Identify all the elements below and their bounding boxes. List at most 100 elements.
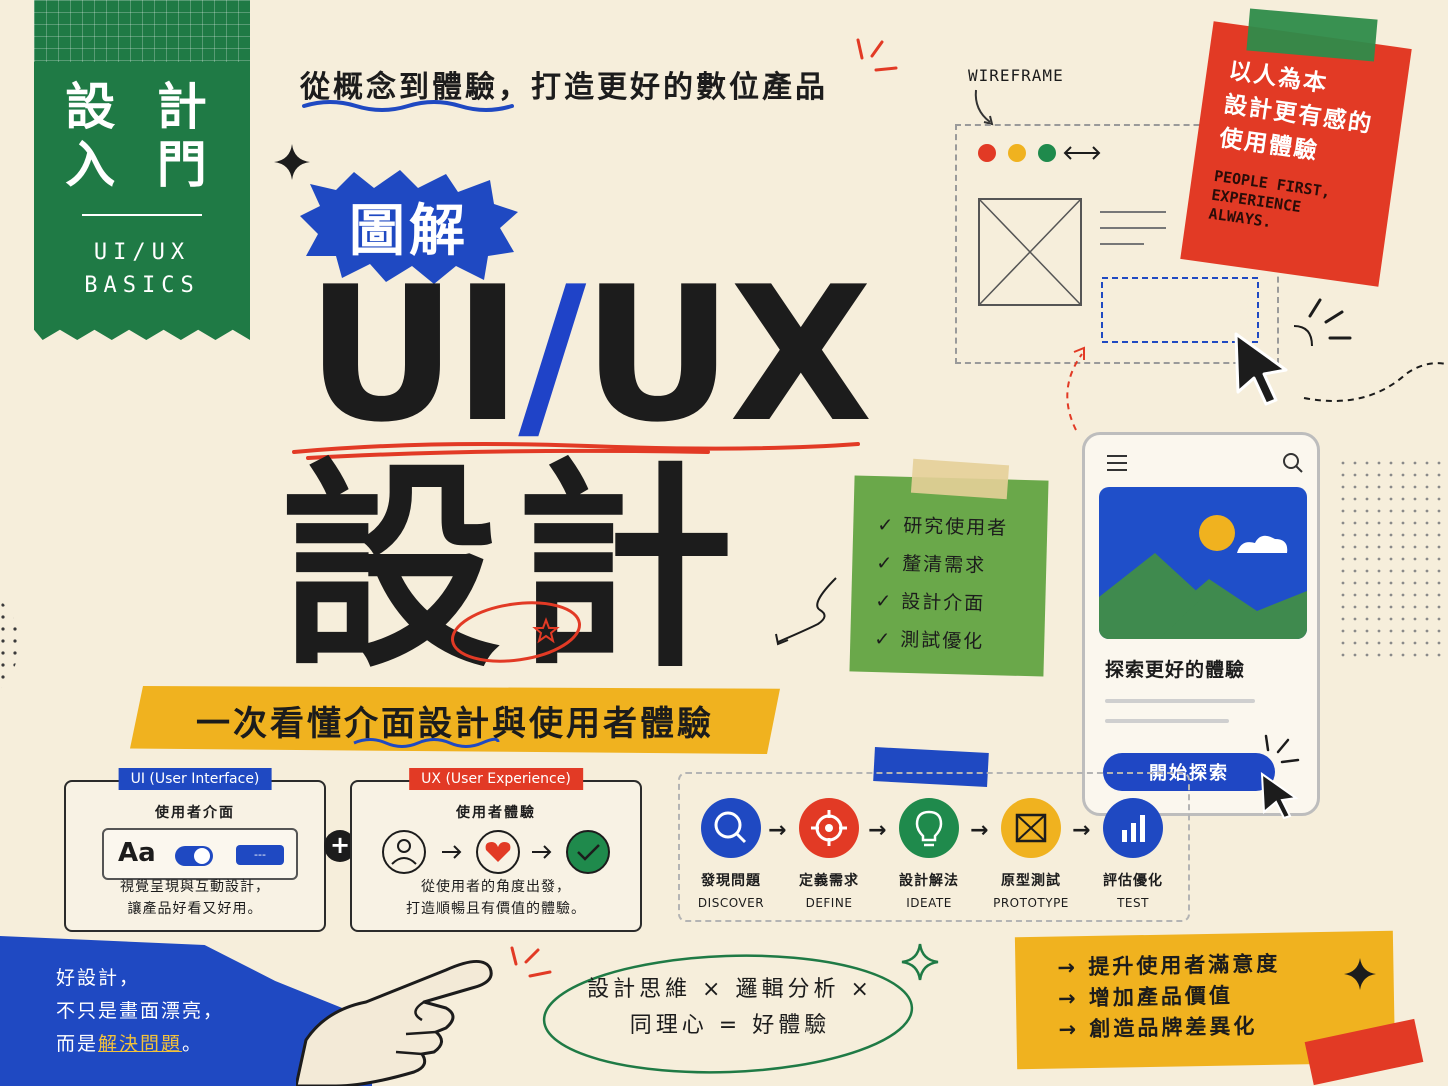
check-icon: ✓ [876,552,895,575]
quote-line: 而是解決問題。 [56,1028,224,1061]
process-step-ideate: 設計解法 IDEATE [884,798,974,910]
quote-prefix: 而是 [56,1033,99,1055]
tagline: 從概念到體驗，打造更好的數位產品 [300,70,828,105]
wireframe-text-lines [1100,211,1166,245]
sparkle-outline-icon [901,943,939,981]
design-quote: 好設計， 不只是畫面漂亮， 而是解決問題。 [56,962,224,1061]
checklist-sticky-note: ✓研究使用者 ✓釐清需求 ✓設計介面 ✓測試優化 [849,475,1049,677]
ux-panel-description: 從使用者的角度出發， 打造順暢且有價值的體驗。 [352,876,640,920]
step-subtitle: PROTOTYPE [993,896,1069,910]
benefit-label: 提升使用者滿意度 [1088,951,1281,980]
ux-panel-tag: UX (User Experience) [409,768,583,790]
red-circle-doodle [451,601,581,663]
badge-label: 圖解 [349,198,469,264]
ribbon-subtitle-line1: UI/UX [93,240,191,265]
wireframe-window-dots [978,144,1101,162]
benefit-label: 增加產品價值 [1088,983,1234,1011]
ui-panel-subtitle: 使用者介面 [155,805,235,821]
cursor-arrow-icon [1234,332,1288,406]
ribbon-divider [82,214,202,216]
quote-suffix: 。 [182,1033,204,1055]
dashed-flow-line [1066,346,1447,431]
spark-lines-icon [856,38,898,72]
ui-desc-line: 讓產品好看又好用。 [127,901,263,917]
tagline-underline [302,100,514,112]
step-title: 原型測試 [1001,873,1061,889]
ribbon-subtitle-line2: BASICS [84,273,200,298]
step-title: 定義需求 [799,873,859,889]
plus-icon: + [324,830,356,862]
checklist-item: ✓測試優化 [874,620,1045,662]
step-subtitle: IDEATE [906,896,952,910]
process-step-define: 定義需求 DEFINE [784,798,874,910]
hero-title-en: UI/UX [306,262,873,448]
check-icon: ✓ [875,590,894,613]
badge-starburst [300,170,518,284]
process-step-prototype: 原型測試 PROTOTYPE [986,798,1076,910]
check-icon: ✓ [877,514,896,537]
phone-caption: 探索更好的體驗 [1105,659,1246,681]
ribbon-title-line1: 設 計 [65,78,219,136]
process-step-test: 評估優化 TEST [1088,798,1178,910]
ui-sample-box: Aa --- [102,828,298,880]
hero-title-slash: / [518,246,586,463]
bar-chart-icon [1103,798,1163,858]
phone-text-line [1105,699,1255,703]
search-icon[interactable] [1281,451,1305,475]
arrow-right-icon: → [1058,1017,1080,1042]
sparkle-icon [274,144,310,180]
hero-title-ui: UI [306,246,522,463]
spark-lines-icon-bottom [510,946,552,978]
toggle-switch-icon[interactable] [174,845,214,867]
step-subtitle: TEST [1117,896,1149,910]
design-process: 發現問題 DISCOVER → 定義需求 DEFINE → 設計解法 IDEAT… [678,772,1190,922]
ribbon-subtitle: UI/UX BASICS [34,236,250,302]
ribbon-title-line2: 入 門 [65,136,219,194]
formula-ellipse [542,954,914,1074]
ribbon-title: 設 計 入 門 [34,78,250,194]
course-ribbon: 設 計 入 門 UI/UX BASICS [34,0,250,340]
target-icon [799,798,859,858]
formula-text: 設計思維 × 邏輯分析 × 同理心 = 好體驗 [560,972,900,1044]
note-en-text: PEOPLE FIRST, EXPERIENCE ALWAYS. [1207,167,1373,246]
process-step-discover: 發現問題 DISCOVER [686,798,776,910]
ribbon-grid-pattern [34,0,250,62]
sparkle-icon-right [1344,958,1376,990]
red-scribble-underline [292,442,860,460]
step-subtitle: DEFINE [805,896,853,910]
arrow-right-icon: → [1072,818,1091,843]
note-zh-text: 以人為本 設計更有感的 使用體驗 [1217,54,1390,177]
quote-line: 不只是畫面漂亮， [56,1000,225,1022]
checklist-item: ✓釐清需求 [876,544,1047,586]
formula-line: 設計思維 × 邏輯分析 × [587,977,873,1002]
banner-underline [353,737,500,748]
search-icon [701,798,761,858]
curly-arrow-icon [775,577,837,646]
lightbulb-icon [899,798,959,858]
phone-mockup: 探索更好的體驗 開始探索 [1082,432,1320,816]
wireframe-image-placeholder-icon [978,198,1082,306]
arrow-right-icon: → [868,818,887,843]
ux-desc-line: 從使用者的角度出發， [421,879,571,895]
quote-line: 好設計， [56,967,141,989]
wireframe-icon [1001,798,1061,858]
sample-button[interactable]: --- [236,845,284,865]
pointing-hand-icon [296,960,493,1086]
people-first-note: 以人為本 設計更有感的 使用體驗 PEOPLE FIRST, EXPERIENC… [1180,21,1412,287]
arrow-right-icon: → [1057,986,1079,1011]
checklist-item-label: 測試優化 [899,628,985,653]
user-journey-icons [382,830,610,874]
beige-tape [910,458,1010,500]
ui-panel-tag: UI (User Interface) [118,768,272,790]
checklist-item: ✓研究使用者 [877,506,1048,548]
arrow-right-icon: → [768,818,787,843]
hamburger-menu-icon[interactable] [1105,453,1129,473]
hand-cursor-icon [1260,771,1299,820]
checklist-item: ✓設計介面 [875,582,1046,624]
step-title: 評估優化 [1103,873,1163,889]
benefit-label: 創造品牌差異化 [1089,1014,1258,1042]
hero-title-zh: 設計 [280,441,749,697]
typography-sample: Aa [118,838,156,868]
click-burst-icon-small [1264,734,1300,764]
wireframe-pointer-arrow [974,89,994,126]
